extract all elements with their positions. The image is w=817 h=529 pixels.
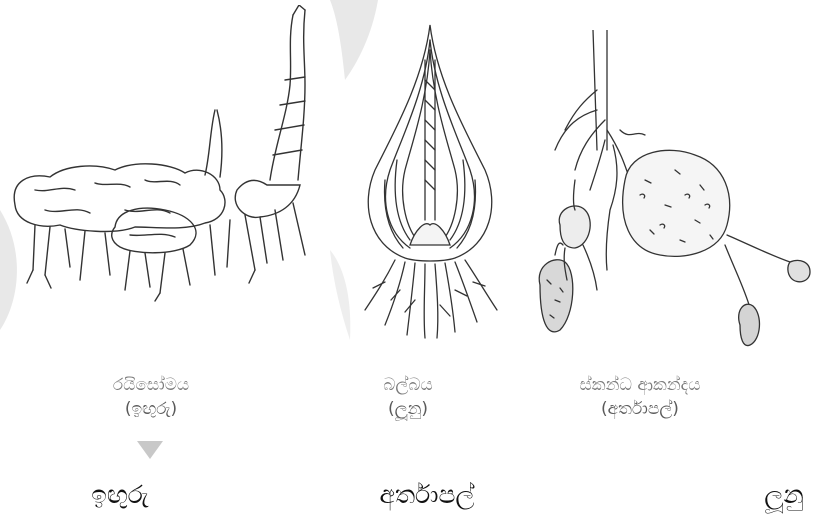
panel-label-bulb: බල්බය (ලූනු) bbox=[383, 375, 433, 419]
pointer-triangle bbox=[137, 441, 163, 459]
panel-label-tuber: ස්කන්ධ ආකන්දය (අර්තාපල්) bbox=[580, 375, 701, 419]
caption-onion: ලූනු bbox=[764, 480, 803, 510]
potato-tuber-illustration bbox=[535, 30, 815, 350]
rhizome-label-main: රයිසෝමය bbox=[113, 375, 189, 395]
rhizome-label-sub: (ඉඟුරු) bbox=[113, 399, 189, 419]
bg-arc-mid bbox=[330, 250, 350, 340]
ginger-rhizome-illustration bbox=[5, 5, 325, 305]
tuber-label-main: ස්කන්ධ ආකන්දය bbox=[580, 375, 701, 395]
bulb-label-sub: (ලූනු) bbox=[383, 399, 433, 419]
panel-label-rhizome: රයිසෝමය (ඉඟුරු) bbox=[113, 375, 189, 419]
onion-bulb-illustration bbox=[355, 20, 505, 340]
bulb-label-main: බල්බය bbox=[383, 375, 433, 395]
tuber-label-sub: (අර්තාපල්) bbox=[580, 399, 701, 419]
caption-potato: අර්තාපල් bbox=[379, 480, 474, 510]
caption-ginger: ඉඟුරු bbox=[91, 480, 148, 510]
